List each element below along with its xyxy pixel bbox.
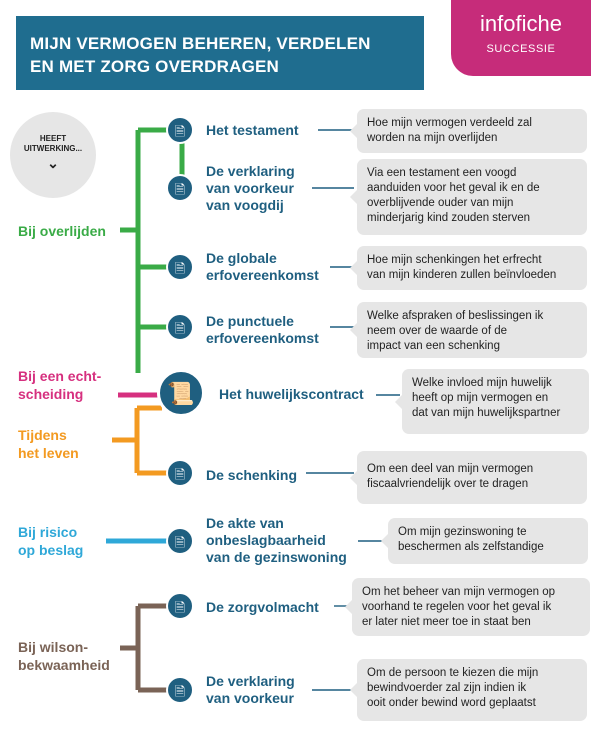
label-line: De punctuele	[206, 313, 294, 329]
document-icon: 🗎	[166, 527, 194, 555]
label-line: van de gezinswoning	[206, 549, 347, 565]
description-line: dat van mijn huwelijkspartner	[412, 407, 561, 419]
label-line: De globale	[206, 250, 277, 266]
description-line: Welke afspraken of beslissingen ik	[367, 310, 544, 322]
item-testament-description: Hoe mijn vermogen verdeeld zal worden na…	[350, 109, 587, 153]
item-onbeslagbaarheid-label: De akte van onbeslagbaarheid van de gezi…	[206, 515, 347, 566]
category-onbekwaamheid-line-1: Bij wilson-	[18, 639, 88, 655]
item-huwelijkscontract-description: Welke invloed mijn huwelijk heeft op mij…	[395, 369, 589, 434]
item-voorkeur-label: De verklaring van voorkeur	[206, 673, 295, 707]
description-line: bewindvoerder zal zijn indien ik	[367, 682, 527, 694]
item-zorgvolmacht-description: Om het beheer van mijn vermogen op voorh…	[345, 578, 590, 636]
description-line: er later niet meer toe in staat ben	[362, 616, 531, 628]
description-line: neem over de waarde of de	[367, 325, 508, 337]
description-line: impact van een schenking	[367, 340, 500, 352]
description-line: heeft op mijn vermogen en	[412, 392, 549, 404]
description-line: aanduiden voor het geval ik en de	[367, 182, 540, 194]
description-line: van mijn kinderen zullen beïnvloeden	[367, 269, 557, 281]
badge-title: infofiche	[480, 11, 562, 36]
item-schenking-description: Om een deel van mijn vermogen fiscaalvri…	[350, 451, 587, 504]
intro-circle: HEEFT UITWERKING... ⌄	[10, 112, 96, 198]
category-beslag-line-2: op beslag	[18, 542, 84, 558]
item-onbeslagbaarheid-description: Om mijn gezinswoning te beschermen als z…	[381, 518, 588, 564]
label-line: Het huwelijkscontract	[219, 386, 364, 402]
description-line: Hoe mijn vermogen verdeeld zal	[367, 117, 532, 129]
badge-subtitle: SUCCESSIE	[486, 43, 556, 55]
title-line-1: MIJN VERMOGEN BEHEREN, VERDELEN	[30, 34, 371, 53]
page-title: MIJN VERMOGEN BEHEREN, VERDELEN EN MET Z…	[16, 16, 424, 90]
description-line: Om de persoon te kiezen die mijn	[367, 667, 539, 679]
label-line: De akte van	[206, 515, 284, 531]
category-leven: Tijdens het leven	[18, 426, 79, 462]
description-line: beschermen als zelfstandige	[398, 541, 544, 553]
category-echtscheiding: Bij een echt- scheiding	[18, 367, 101, 403]
title-line-2: EN MET ZORG OVERDRAGEN	[30, 57, 280, 76]
description-line: Welke invloed mijn huwelijk	[412, 377, 552, 389]
category-onbekwaamheid-line-2: bekwaamheid	[18, 657, 110, 673]
category-leven-line-2: het leven	[18, 445, 79, 461]
item-voogdij-label: De verklaring van voorkeur van voogdij	[206, 163, 295, 214]
label-line: onbeslagbaarheid	[206, 532, 326, 548]
brown-connectors	[120, 603, 168, 693]
description-line: Om een deel van mijn vermogen	[367, 463, 534, 475]
label-line: De verklaring	[206, 163, 295, 179]
category-beslag-line-1: Bij risico	[18, 524, 78, 540]
document-icon: 🗎	[166, 313, 194, 341]
item-globale-label: De globale erfovereenkomst	[206, 250, 319, 284]
description-line: worden na mijn overlijden	[367, 132, 498, 144]
label-line: Het testament	[206, 122, 299, 138]
item-schenking-label: De schenking	[206, 467, 297, 484]
description-line: Via een testament een voogd	[367, 167, 517, 179]
category-leven-line-1: Tijdens	[18, 427, 67, 443]
description-line: fiscaalvriendelijk over te dragen	[367, 478, 529, 490]
label-line: De verklaring	[206, 673, 295, 689]
document-icon: 🗎	[166, 253, 194, 281]
document-icon: 🗎	[166, 592, 194, 620]
description-line: Om het beheer van mijn vermogen op	[362, 586, 556, 598]
item-voorkeur-description: Om de persoon te kiezen die mijn bewindv…	[350, 659, 587, 721]
intro-line-2: UITWERKING...	[23, 144, 83, 153]
category-echtscheiding-line-1: Bij een echt-	[18, 368, 102, 384]
intro-line-1: HEEFT	[39, 134, 67, 143]
description-line: Hoe mijn schenkingen het erfrecht	[367, 254, 542, 266]
orange-connectors	[112, 405, 168, 476]
item-globale-description: Hoe mijn schenkingen het erfrecht van mi…	[350, 246, 587, 290]
label-line: van voorkeur	[206, 690, 294, 706]
contract-scroll-icon: 📜	[157, 369, 205, 417]
category-beslag: Bij risico op beslag	[18, 523, 83, 559]
item-testament-label: Het testament	[206, 122, 299, 139]
infofiche-badge: infofiche SUCCESSIE	[451, 0, 591, 76]
document-icon: 🗎	[166, 676, 194, 704]
item-zorgvolmacht-label: De zorgvolmacht	[206, 599, 319, 616]
item-huwelijkscontract-label: Het huwelijkscontract	[219, 386, 364, 403]
document-icon: 🗎	[166, 174, 194, 202]
document-icon: 🗎	[166, 116, 194, 144]
label-line: erfovereenkomst	[206, 267, 319, 283]
category-echtscheiding-line-2: scheiding	[18, 386, 84, 402]
description-line: voorhand te regelen voor het geval ik	[362, 601, 552, 613]
label-line: van voorkeur	[206, 180, 294, 196]
description-line: overblijvende ouder van mijn	[367, 197, 514, 209]
description-line: ooit onder bewind word geplaatst	[367, 697, 536, 709]
category-onbekwaamheid: Bij wilson- bekwaamheid	[18, 638, 110, 674]
item-punctuele-description: Welke afspraken of beslissingen ik neem …	[350, 302, 587, 358]
item-punctuele-label: De punctuele erfovereenkomst	[206, 313, 319, 347]
chevron-down-icon: ⌄	[47, 155, 59, 171]
label-line: erfovereenkomst	[206, 330, 319, 346]
description-line: minderjarig kind zouden sterven	[367, 212, 531, 224]
category-overlijden: Bij overlijden	[18, 223, 106, 239]
label-line: van voogdij	[206, 197, 284, 213]
document-icon: 🗎	[166, 459, 194, 487]
description-line: Om mijn gezinswoning te	[398, 526, 527, 538]
label-line: De zorgvolmacht	[206, 599, 319, 615]
label-line: De schenking	[206, 467, 298, 483]
item-voogdij-description: Via een testament een voogd aanduiden vo…	[350, 159, 587, 235]
